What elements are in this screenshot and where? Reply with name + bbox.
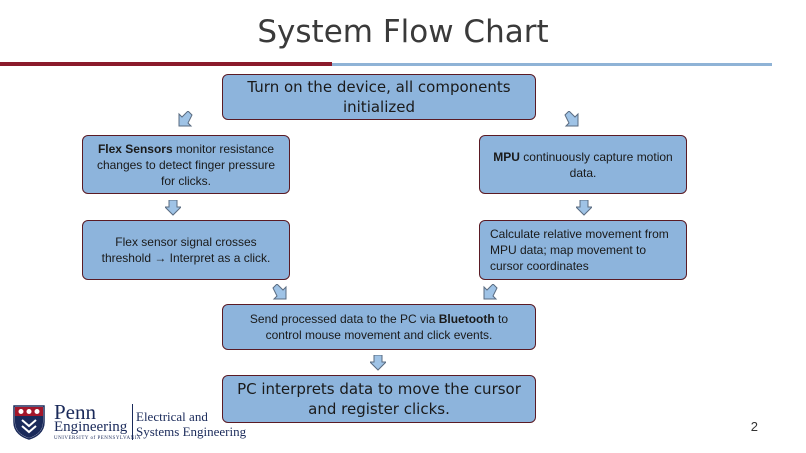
node-start-text: Turn on the device, all components initi… — [247, 78, 511, 116]
node-flex-sensors: Flex Sensors monitor resistance changes … — [82, 135, 290, 194]
node-mpu: MPU continuously capture motion data. — [479, 135, 687, 194]
title-rule-blue — [332, 63, 772, 66]
node-send-data-post: to control mouse movement and click even… — [265, 312, 509, 342]
title-rule-red — [0, 62, 332, 66]
logo-university-text: UNIVERSITY of PENNSYLVANIA — [54, 436, 141, 441]
node-mpu-text: MPU continuously capture motion data. — [490, 149, 676, 181]
arrow-down-icon — [370, 355, 386, 371]
arrow-down-right-icon — [272, 284, 287, 300]
slide-title: System Flow Chart — [257, 14, 549, 50]
arrow-down-right-icon — [564, 111, 579, 127]
arrow-down-icon — [576, 200, 592, 216]
penn-engineering-logo: Penn Engineering UNIVERSITY of PENNSYLVA… — [12, 400, 252, 442]
node-flex-sensors-bold: Flex Sensors — [97, 141, 173, 156]
node-send-data: Send processed data to the PC via Blueto… — [222, 304, 536, 350]
logo-engineering-text: Engineering — [54, 419, 128, 435]
node-flex-sensors-rest: monitor resistance changes to detect fin… — [96, 141, 276, 188]
node-flex-threshold-text: Flex sensor signal crosses threshold → I… — [101, 235, 271, 265]
penn-shield-icon — [13, 405, 45, 440]
node-flex-threshold: Flex sensor signal crosses threshold → I… — [82, 220, 290, 280]
node-pc-interprets-text: PC interprets data to move the cursor an… — [237, 380, 521, 418]
node-calculate-movement-text: Calculate relative movement from MPU dat… — [490, 227, 669, 273]
node-send-data-pre: Send processed data to the PC via — [249, 312, 439, 326]
arrow-down-left-icon — [483, 284, 498, 300]
arrow-down-icon — [165, 200, 181, 216]
logo-penn-text: Penn — [54, 400, 96, 424]
department-line-2: Systems Engineering — [136, 424, 247, 439]
node-pc-interprets: PC interprets data to move the cursor an… — [222, 375, 536, 423]
node-start: Turn on the device, all components initi… — [222, 74, 536, 120]
node-mpu-bold: MPU — [493, 149, 520, 164]
slide-number: 2 — [750, 419, 758, 434]
node-calculate-movement: Calculate relative movement from MPU dat… — [479, 220, 687, 280]
department-line-1: Electrical and — [136, 409, 208, 424]
arrow-down-left-icon — [178, 111, 193, 127]
logo-divider — [132, 404, 133, 440]
node-flex-sensors-text: Flex Sensors monitor resistance changes … — [93, 141, 279, 189]
node-send-data-text: Send processed data to the PC via Blueto… — [233, 311, 525, 343]
node-mpu-rest: continuously capture motion data. — [519, 149, 673, 180]
node-send-data-bold: Bluetooth — [438, 312, 495, 326]
